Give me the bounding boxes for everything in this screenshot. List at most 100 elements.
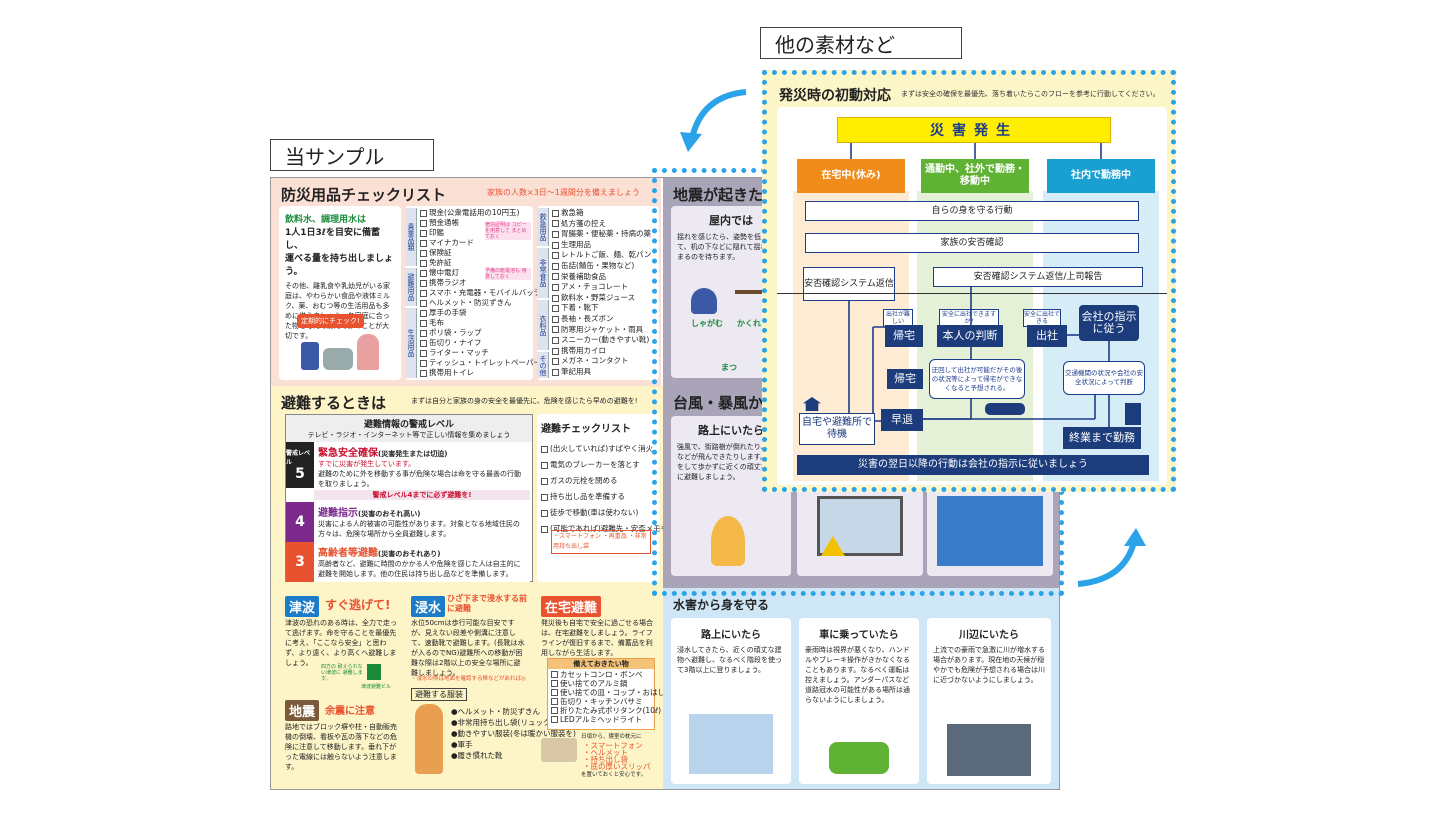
checkbox-icon[interactable] bbox=[552, 241, 559, 249]
cat-food: 非常食品 bbox=[537, 248, 549, 298]
checkbox-icon[interactable] bbox=[552, 368, 559, 376]
water-c2-text: 豪雨時は視界が悪くなり、ハンドルやブレーキ操作がきかなくなることもあります。なる… bbox=[805, 646, 910, 704]
checkbox-icon[interactable] bbox=[541, 461, 548, 469]
checkbox-icon[interactable] bbox=[420, 279, 427, 287]
checkbox-icon[interactable] bbox=[420, 229, 427, 237]
checkbox-icon[interactable] bbox=[541, 525, 548, 533]
checkbox-icon[interactable] bbox=[552, 220, 559, 228]
checkbox-icon[interactable] bbox=[420, 219, 427, 227]
checkbox-icon[interactable] bbox=[552, 283, 559, 291]
prep-title: 備えておきたい物 bbox=[548, 659, 654, 669]
water-c3-head: 川辺にいたら bbox=[959, 630, 1019, 641]
checkbox-icon[interactable] bbox=[420, 309, 427, 317]
checkbox-icon[interactable] bbox=[420, 239, 427, 247]
check-item: ●履き慣れた靴 bbox=[451, 750, 576, 761]
check-item-label: 長袖・長ズボン bbox=[561, 313, 614, 323]
checkbox-icon[interactable] bbox=[420, 259, 427, 267]
pose-hide: かくれる bbox=[737, 319, 769, 328]
check-item-label: 飲料水・野菜ジュース bbox=[561, 292, 636, 302]
checkbox-icon[interactable] bbox=[552, 326, 559, 334]
home-evac-text: 発災後も自宅で安全に過ごせる場合は、在宅避難をしましょう。ライフラインが復旧する… bbox=[541, 619, 653, 657]
check-item-label: 免許証 bbox=[429, 258, 452, 267]
tsunami-head: すぐ逃げて! bbox=[325, 598, 391, 612]
alert-subtitle: テレビ・ラジオ・インターネット等で正しい情報を集めましょう bbox=[286, 430, 532, 442]
checkbox-icon[interactable] bbox=[420, 209, 427, 217]
check-item: (可能であれば)避難先・安否メモを玄関に貼る bbox=[541, 521, 663, 537]
checkbox-icon[interactable] bbox=[420, 249, 427, 257]
flood-illustration bbox=[937, 496, 1043, 566]
checkbox-icon[interactable] bbox=[552, 294, 559, 302]
detour-note: 迂回して出社が可能だがその後の状況等によって帰宅ができなくなると予想される。 bbox=[929, 359, 1025, 399]
evac-person-illustration bbox=[415, 704, 443, 774]
checkbox-icon[interactable] bbox=[551, 707, 558, 714]
typhoon-text: 強風で、街路樹が倒れたり、看板などが飛んできたりします。無理をして歩かずに近くの… bbox=[677, 443, 782, 481]
checkbox-icon[interactable] bbox=[552, 262, 559, 270]
flooding-note: ・浸水の際は地面を確認する棒などがあれば◎ bbox=[411, 676, 526, 682]
checkbox-icon[interactable] bbox=[551, 689, 558, 696]
water-card-street: 路上にいたら 浸水してきたら、近くの頑丈な建物へ避難し、なるべく階段を使って3階… bbox=[671, 618, 791, 784]
checkbox-icon[interactable] bbox=[420, 289, 427, 297]
checkbox-icon[interactable] bbox=[420, 349, 427, 357]
water-card-river: 川辺にいたら 上流での豪雨で急激に川が増水する場合があります。現在地の天候が穏や… bbox=[927, 618, 1051, 784]
checkbox-icon[interactable] bbox=[541, 509, 548, 517]
flow-connectors bbox=[848, 143, 1110, 427]
evac-check-items: (出火していれば)すばやく消火電気のブレーカーを落とすガスの元栓を閉める持ち出し… bbox=[537, 441, 663, 537]
checkbox-icon[interactable] bbox=[551, 698, 558, 705]
cat-first-aid: 救急用品 bbox=[537, 208, 549, 246]
check-item-label: ライター・マッチ bbox=[429, 348, 489, 357]
checkbox-icon[interactable] bbox=[420, 369, 427, 377]
check-item: スマホ・充電器・モバイルバッテリー bbox=[420, 288, 556, 298]
check-item: (出火していれば)すばやく消火 bbox=[541, 441, 655, 457]
check-item-label: 携帯ラジオ bbox=[429, 278, 467, 287]
checkbox-icon[interactable] bbox=[420, 299, 427, 307]
cat-clothes: 衣料品 bbox=[537, 300, 549, 350]
level3-text: 高齢者など、避難に時間のかかる人や危険を感じた人は自主的に避難を開始します。他の… bbox=[318, 560, 521, 578]
quake-text: 路地ではブロック塀や柱・自動販売機の倒壊、看板や瓦の落下などの危険に注意して移動… bbox=[285, 723, 397, 771]
check-item: 防寒用ジャケット・雨具 bbox=[552, 325, 651, 336]
checklist-items-b: 救急箱処方箋の控え胃腸薬・便秘薬・持病の薬生理用品レトルトご飯、麺、乾パン缶詰(… bbox=[552, 208, 651, 378]
checklist-panel: 防災用品チェックリスト 飲料水、調理用水は 1人1日3ℓを目安に備蓄し、 運べる… bbox=[271, 178, 661, 386]
checkbox-icon[interactable] bbox=[420, 339, 427, 347]
checkbox-icon[interactable] bbox=[551, 671, 558, 678]
checkbox-icon[interactable] bbox=[552, 230, 559, 238]
train-car-icon bbox=[985, 403, 1025, 415]
indoor-heading: 屋内では bbox=[709, 214, 753, 227]
evacuation-panel: 避難するときは まずは自分と家族の身の安全を最優先に、危険を感じたら早めの避難を… bbox=[271, 386, 663, 588]
evacuation-title: 避難するときは bbox=[281, 394, 387, 412]
checkbox-icon[interactable] bbox=[420, 329, 427, 337]
checkbox-icon[interactable] bbox=[552, 252, 559, 260]
checkbox-icon[interactable] bbox=[420, 319, 427, 327]
clothes-list: ●ヘルメット・防災ずきん●非常用持ち出し袋(リュックが◎)●動きやすい服装(冬は… bbox=[451, 706, 576, 761]
checkbox-icon[interactable] bbox=[541, 493, 548, 501]
checkbox-icon[interactable] bbox=[420, 359, 427, 367]
checkbox-icon[interactable] bbox=[541, 445, 548, 453]
check-item: 折りたたみ式ポリタンク(10ℓ) bbox=[551, 706, 661, 715]
checkbox-icon[interactable] bbox=[552, 358, 559, 366]
level5-text: 避難のために外を移動する事が危険な場合は命を守る最善の行動を取りましょう。 bbox=[318, 470, 521, 488]
checkbox-icon[interactable] bbox=[420, 269, 427, 277]
check-item: 電気のブレーカーを落とす bbox=[541, 457, 655, 473]
check-item: ・スマートフォン bbox=[583, 742, 651, 750]
checkbox-icon[interactable] bbox=[551, 680, 558, 687]
cat-evac: 避難用品 bbox=[405, 268, 417, 306]
leave-early: 早退 bbox=[881, 409, 923, 431]
check-item: ●動きやすい服装(冬は暖かい服装を) bbox=[451, 728, 576, 739]
check-item-label: 厚手の手袋 bbox=[429, 308, 467, 317]
checkbox-icon[interactable] bbox=[552, 305, 559, 313]
checkbox-icon[interactable] bbox=[552, 209, 559, 217]
checkbox-icon[interactable] bbox=[551, 716, 558, 723]
checkbox-icon[interactable] bbox=[552, 273, 559, 281]
step-protect: 自らの身を守る行動 bbox=[805, 201, 1139, 221]
checkbox-icon[interactable] bbox=[552, 315, 559, 323]
checkbox-icon[interactable] bbox=[541, 477, 548, 485]
bedside-note: 日頃から、寝室の枕元に bbox=[581, 734, 642, 740]
check-item-label: メガネ・コンタクト bbox=[561, 356, 629, 366]
check-item-label: LEDアルミヘッドライト bbox=[560, 715, 643, 724]
check-item: 毛布 bbox=[420, 318, 556, 328]
checkbox-icon[interactable] bbox=[552, 347, 559, 355]
quake-tag: 地震 bbox=[285, 700, 320, 721]
home-icon bbox=[803, 397, 821, 411]
flooding-head: ひざ下まで浸水する前に避難 bbox=[447, 594, 527, 613]
checkbox-icon[interactable] bbox=[552, 336, 559, 344]
